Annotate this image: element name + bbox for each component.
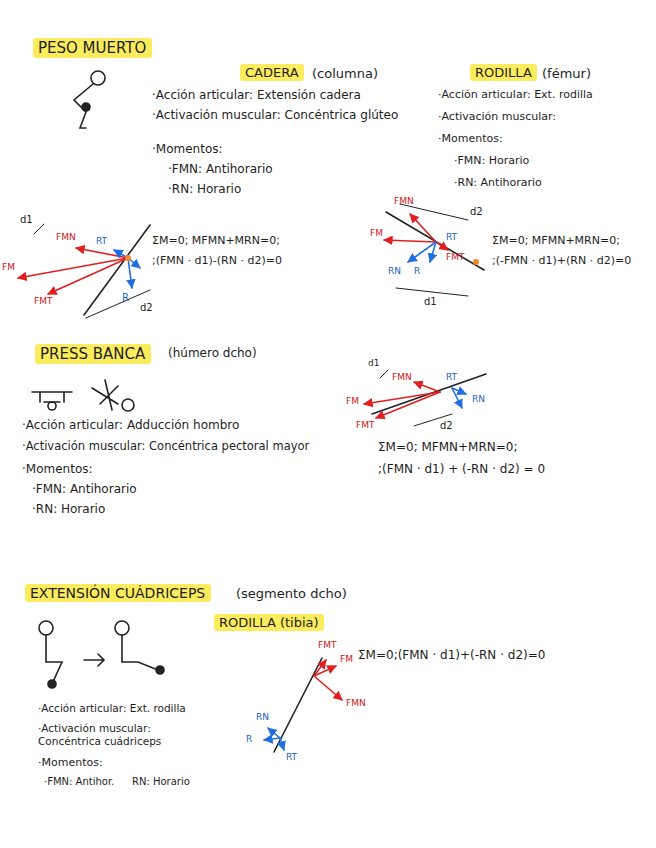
note-text: d2 [470,206,483,218]
note-text: ·Momentos: [152,142,223,156]
note-text: ·Momentos: [38,756,103,769]
note-text: FMN [56,232,76,243]
note-text: FMN [392,372,412,383]
note-text: RT [96,236,107,247]
note-text: RN [256,712,269,723]
note-text: ;(-FMN · d1)+(RN · d2)=0 [492,254,631,267]
heading-text: CADERA [245,65,299,80]
heading-band: PRESS BANCA [35,344,151,364]
note-text: ·RN: Horario [32,502,105,516]
note-text: ·Activación muscular: Concéntrica pector… [22,440,309,454]
note-text: FMN [394,196,414,207]
note-text: RT [286,752,297,763]
heading-text: EXTENSIÓN CUÁDRICEPS [30,585,205,601]
heading-text: PRESS BANCA [40,345,145,363]
note-text: RN [472,394,485,405]
note-text: ΣM=0; MFMN+MRN=0; [378,440,518,454]
note-text: ·FMN: Horario [454,154,529,167]
note-text: ·Acción articular: Ext. rodilla [438,88,593,101]
note-text: RT [446,232,457,243]
note-text: ·Acción articular: Adducción hombro [22,418,239,432]
note-text: ·Activación muscular: Concéntrica glúteo [152,108,402,122]
note-text: RT [446,372,457,383]
heading-text: RODILLA [475,65,532,80]
note-text: ·RN: Antihorario [454,176,542,189]
note-text: RN [388,266,401,277]
note-text: (segmento dcho) [236,586,347,602]
note-text: ;(FMN · d1) + (-RN · d2) = 0 [378,462,545,476]
note-text: ·Acción articular: Ext. rodilla [38,702,186,715]
note-text: FMT [318,640,336,651]
note-text: (columna) [312,66,378,82]
note-text: ·Acción articular: Extensión cadera [152,88,361,102]
note-text: R [122,292,129,304]
note-text: ·RN: Horario [168,182,241,196]
heading-band: CADERA [240,64,304,81]
note-text: FMT [34,296,52,307]
note-text: FMN [346,698,366,709]
note-text: FM [340,654,353,665]
heading-text: PESO MUERTO [38,39,146,57]
heading-band: EXTENSIÓN CUÁDRICEPS [25,584,211,602]
note-text: d2 [140,302,153,314]
note-text: ΣM=0;(FMN · d1)+(-RN · d2)=0 [358,648,545,662]
note-text: R [246,734,252,745]
note-text: FM [370,228,383,239]
note-text: d2 [440,420,453,432]
heading-band: PESO MUERTO [33,38,152,58]
note-text: FMT [356,420,374,431]
note-text: ΣM=0; MFMN+MRN=0; [492,234,620,247]
heading-band: RODILLA (tibia) [214,614,324,631]
heading-band: RODILLA [470,64,537,81]
note-text: ·Momentos: [438,132,503,145]
note-text: ·Activación muscular: Concéntrica cuádri… [38,722,213,747]
note-text: FM [2,262,15,273]
note-text: ·FMN: Antihorario [32,482,137,496]
note-text: ·FMN: Antihorario [168,162,273,176]
note-text: (húmero dcho) [168,346,257,360]
note-text: FM [346,396,359,407]
note-text: (fémur) [542,66,591,82]
note-text: ΣM=0; MFMN+MRN=0; [152,234,280,247]
note-text: ·Momentos: [22,462,93,476]
note-text: ·FMN: Antihor. [44,776,114,788]
note-text: ·Activación muscular: [438,110,556,123]
note-text: d1 [368,358,379,369]
note-text: R [414,266,420,277]
heading-text: RODILLA (tibia) [219,615,319,630]
note-text: RN: Horario [132,776,190,788]
note-text: d1 [20,214,33,226]
note-text: FMT [446,252,464,263]
note-text: ;(FMN · d1)-(RN · d2)=0 [152,254,282,267]
note-text: d1 [424,296,437,308]
